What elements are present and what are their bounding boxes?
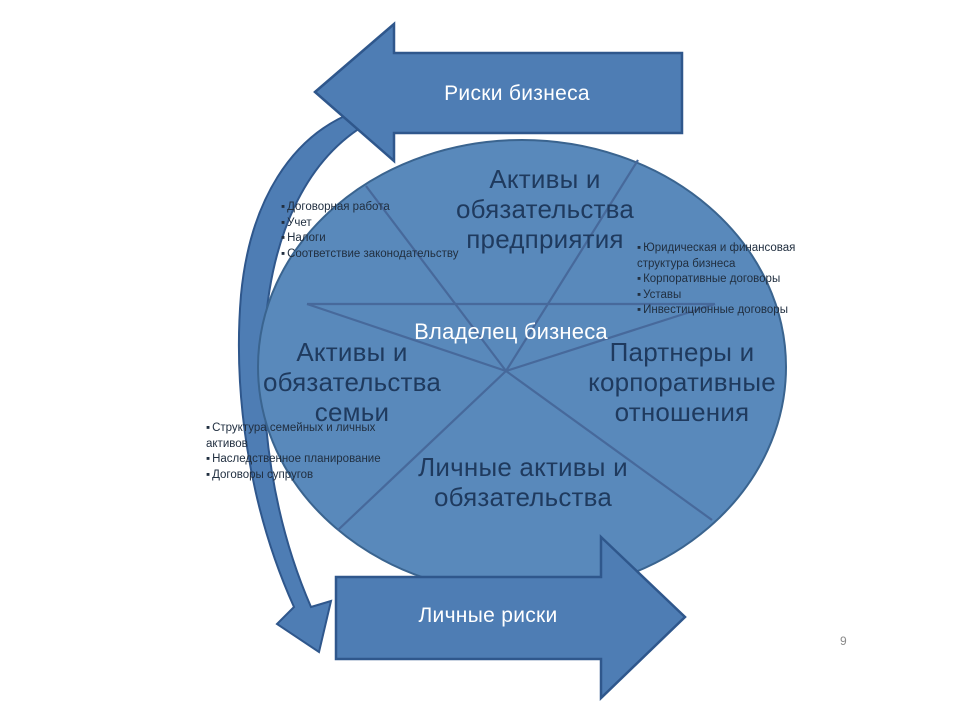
quadrant-partners-line: корпоративные — [588, 367, 776, 397]
quadrant-family-label: Активы и обязательства семьи — [252, 337, 452, 427]
quadrant-partners-line: отношения — [614, 397, 750, 427]
center-owner-label: Владелец бизнеса — [414, 319, 608, 344]
cycle-arrow-shape — [237, 110, 372, 654]
left-arrow-shape — [313, 21, 684, 164]
list-item: Структура семейных и личных активов — [206, 421, 402, 452]
divider-bottom-right-line — [505, 370, 713, 521]
list-item: Договорная работа — [281, 200, 493, 216]
list-item: Наследственное планирование — [206, 452, 402, 468]
list-item: Соответствие законодательству — [281, 247, 493, 263]
quadrant-enterprise-line: Активы и — [489, 164, 601, 194]
list-item: Учет — [281, 216, 493, 232]
business-risks-arrow-label: Риски бизнеса — [444, 82, 590, 105]
corporate-bullet-list: Юридическая и финансовая структура бизне… — [637, 241, 809, 319]
quadrant-personal-label: Личные активы и обязательства — [408, 452, 638, 512]
list-item: Договоры супругов — [206, 468, 402, 484]
center-envelope-left-line — [306, 302, 507, 373]
quadrant-partners-label: Партнеры и корпоративные отношения — [577, 337, 787, 427]
list-item: Корпоративные договоры — [637, 272, 809, 288]
quadrant-family-line: Активы и — [296, 337, 408, 367]
divider-bottom-left-line — [337, 370, 507, 531]
business-bullet-list: Договорная работа Учет Налоги Соответств… — [281, 200, 493, 262]
quadrant-family-line: обязательства — [262, 367, 442, 397]
list-item: Уставы — [637, 288, 809, 304]
list-item: Юридическая и финансовая структура бизне… — [637, 241, 809, 272]
personal-risks-arrow-label: Личные риски — [418, 604, 558, 627]
quadrant-personal-line: обязательства — [433, 482, 613, 512]
quadrant-partners-line: Партнеры и — [609, 337, 755, 367]
list-item: Инвестиционные договоры — [637, 303, 809, 319]
pie-divider-lines — [306, 159, 716, 531]
right-arrow-shape — [334, 534, 687, 701]
family-bullet-list: Структура семейных и личных активов Насл… — [206, 421, 402, 483]
divider-top-right-line — [505, 159, 639, 372]
list-item: Налоги — [281, 231, 493, 247]
quadrant-personal-line: Личные активы и — [418, 452, 628, 482]
page-number: 9 — [840, 634, 847, 648]
